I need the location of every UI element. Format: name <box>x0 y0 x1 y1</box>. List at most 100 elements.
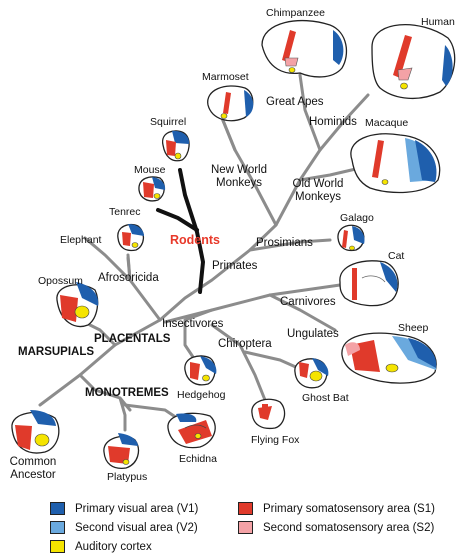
label-tenrec: Tenrec <box>109 206 141 218</box>
branch-great-apes <box>298 73 322 152</box>
label-great-apes: Great Apes <box>266 96 324 108</box>
branch-echidna <box>123 403 182 422</box>
branch-chiroptera <box>210 323 267 402</box>
label-common-ancestor-line2: Ancestor <box>10 469 56 481</box>
region-auditory <box>288 67 296 73</box>
label-prosimians: Prosimians <box>256 237 313 249</box>
legend-label-v2: Second visual area (V2) <box>75 521 198 534</box>
legend-item-v1: Primary visual area (V1) <box>50 502 198 515</box>
region-v1 <box>380 262 398 292</box>
region-auditory <box>131 242 139 248</box>
legend-label-s2: Second somatosensory area (S2) <box>263 521 435 534</box>
label-hedgehog: Hedgehog <box>177 389 226 401</box>
region-v1 <box>408 338 437 368</box>
region-s2 <box>284 57 299 67</box>
region-v1 <box>312 358 329 376</box>
label-squirrel: Squirrel <box>150 116 187 128</box>
legend-item-s1: Primary somatosensory area (S1) <box>238 502 435 515</box>
label-old-world-line2: Monkeys <box>294 191 342 203</box>
legend-item-v2: Second visual area (V2) <box>50 521 198 534</box>
label-marsupials: MARSUPIALS <box>18 346 95 358</box>
region-auditory <box>220 113 228 119</box>
region-s1 <box>122 232 131 246</box>
label-chimpanzee: Chimpanzee <box>266 7 325 19</box>
branch-afro <box>126 256 132 282</box>
region-v1 <box>172 130 190 144</box>
region-v1 <box>333 30 344 65</box>
region-s1 <box>223 92 231 114</box>
legend-label-v1: Primary visual area (V1) <box>75 502 199 515</box>
branch-placentals-main <box>163 308 214 324</box>
branch-prosimians <box>248 238 332 252</box>
label-old-world-monkeys: Old World Monkeys <box>284 178 352 204</box>
label-common-ancestor: Common Ancestor <box>8 456 58 482</box>
branch-elephant <box>83 236 132 282</box>
label-platypus: Platypus <box>107 471 148 483</box>
brain-common-ancestor <box>11 410 60 454</box>
legend-swatch-auditory <box>50 540 65 553</box>
brain-echidna <box>167 412 216 449</box>
label-human: Human <box>421 16 455 28</box>
label-rodents: Rodents <box>170 233 220 247</box>
region-v1 <box>76 282 99 306</box>
brain-sulcus <box>361 275 386 283</box>
label-cat: Cat <box>388 250 405 262</box>
region-s1 <box>143 182 154 198</box>
label-opossum: Opossum <box>38 275 83 287</box>
brain-marmoset <box>207 85 254 122</box>
region-auditory <box>153 193 161 199</box>
label-macaque: Macaque <box>365 117 409 129</box>
region-auditory <box>385 363 399 373</box>
region-s1 <box>342 230 348 248</box>
label-afrosoricida: Afrosoricida <box>98 272 159 284</box>
region-s2 <box>397 67 413 81</box>
region-v1 <box>128 224 144 236</box>
region-auditory <box>309 370 323 382</box>
region-auditory <box>34 433 50 447</box>
branch-human <box>318 93 370 152</box>
label-hominids: Hominids <box>309 116 357 128</box>
region-v1 <box>118 433 138 446</box>
label-mouse: Mouse <box>134 164 166 176</box>
brain-mouse <box>138 176 166 202</box>
label-insectivores: Insectivores <box>162 318 224 330</box>
rodent-branch-main <box>178 168 206 294</box>
branch-ungulates <box>268 293 337 332</box>
brain-hedgehog <box>184 355 217 386</box>
brain-galago <box>337 224 365 252</box>
legend-swatch-s1 <box>238 502 253 515</box>
branch-hedgehog <box>183 320 197 362</box>
brain-cat <box>339 260 399 307</box>
legend-item-auditory: Auditory cortex <box>50 540 152 553</box>
region-v1 <box>442 45 453 86</box>
region-s1 <box>299 362 309 378</box>
branch-old-world <box>298 166 362 182</box>
region-auditory <box>74 305 90 319</box>
brain-opossum <box>56 282 99 327</box>
branch-marmoset <box>220 116 237 152</box>
region-auditory <box>122 459 130 465</box>
brain-outline <box>261 19 348 78</box>
label-new-world-line2: Monkeys <box>215 177 263 189</box>
label-galago: Galago <box>340 212 374 224</box>
brain-sulcus <box>184 424 207 429</box>
branch-platypus <box>118 396 127 432</box>
label-primates: Primates <box>212 260 258 272</box>
brain-human <box>371 23 456 100</box>
region-s1 <box>178 420 212 444</box>
branch-opossum <box>88 323 117 347</box>
brain-tenrec <box>117 223 145 252</box>
label-marmoset: Marmoset <box>202 71 249 83</box>
region-s1 <box>282 30 296 62</box>
region-s1-branch <box>262 404 268 418</box>
brain-outline <box>371 23 456 100</box>
legend-swatch-v2 <box>50 521 65 534</box>
region-auditory <box>202 374 210 382</box>
label-flying-fox: Flying Fox <box>251 434 300 446</box>
rodent-branch <box>156 168 206 294</box>
legend-label-auditory: Auditory cortex <box>75 540 152 553</box>
label-ghost-bat: Ghost Bat <box>302 392 349 404</box>
region-s1 <box>166 140 176 156</box>
label-elephant: Elephant <box>60 234 102 246</box>
